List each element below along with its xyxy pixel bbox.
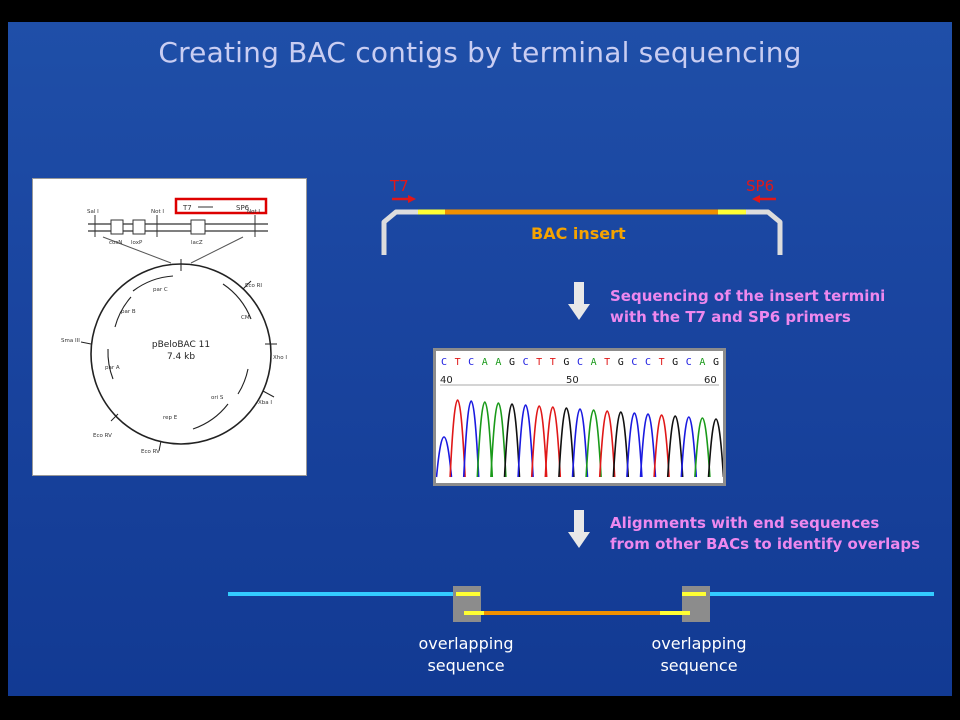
base-letter: C xyxy=(645,357,651,368)
overlap-box xyxy=(453,586,481,622)
base-letter: G xyxy=(672,357,678,368)
gene-label: rep E xyxy=(163,415,178,421)
base-letter: C xyxy=(523,357,529,368)
base-letter: T xyxy=(659,357,665,368)
base-letter: G xyxy=(618,357,624,368)
insert-label: BAC insert xyxy=(531,224,626,243)
base-letter: A xyxy=(482,357,488,368)
chromatogram-peak xyxy=(503,403,521,478)
gene-label: loxP xyxy=(131,240,143,246)
chromatogram-peak xyxy=(530,405,548,478)
chromatogram-peak xyxy=(707,418,725,478)
position-label: 40 xyxy=(440,375,453,386)
site-label: Sal I xyxy=(87,209,99,215)
chromatogram-peak xyxy=(435,436,453,478)
chromatogram-peak xyxy=(449,399,466,478)
chromatogram-peak xyxy=(517,404,534,478)
gene-label: par C xyxy=(153,287,168,293)
overlap-label-line2: sequence xyxy=(660,656,738,675)
base-letter: C xyxy=(577,357,583,368)
overlap-label-line1: overlapping xyxy=(418,634,514,653)
base-letter: T xyxy=(536,357,542,368)
overlap-label-left: overlapping sequence xyxy=(406,633,526,677)
primer-label-sp6: SP6 xyxy=(746,177,775,195)
gene-label: cosN xyxy=(109,240,122,246)
chromatogram-peak xyxy=(598,410,616,478)
down-arrow-icon xyxy=(568,282,590,320)
position-label: 50 xyxy=(566,375,579,386)
overlap-label-right: overlapping sequence xyxy=(639,633,759,677)
step2-text-line2: from other BACs to identify overlaps xyxy=(610,535,921,553)
gene-label: CM xyxy=(241,315,250,321)
plasmid-size: 7.4 kb xyxy=(167,352,195,362)
site-label: Xba I xyxy=(258,400,272,406)
site-label: Not I xyxy=(247,209,260,215)
gene-label: par A xyxy=(105,365,120,371)
base-letter: A xyxy=(591,357,597,368)
gene-label: par B xyxy=(121,309,136,315)
base-letter: C xyxy=(631,357,637,368)
chromatogram-peak xyxy=(544,406,562,478)
plasmid-name: pBeloBAC 11 xyxy=(152,340,210,350)
overlap-box xyxy=(682,586,710,622)
chromatogram-peak xyxy=(490,402,507,478)
site-label: Eco RV xyxy=(141,449,160,455)
gene-label: lacZ xyxy=(191,240,203,246)
site-label: Xho I xyxy=(273,355,287,361)
chromatogram-peak xyxy=(694,417,711,478)
site-label: Eco RV xyxy=(93,433,112,439)
base-letter: C xyxy=(468,357,474,368)
box-label-sp6: SP6 xyxy=(236,204,250,212)
step2-text-line1: Alignments with end sequences xyxy=(610,514,880,532)
chromatogram-peak xyxy=(462,400,480,478)
down-arrow-icon xyxy=(568,510,590,548)
gene-label: ori S xyxy=(211,395,224,401)
chromatogram-peak xyxy=(639,413,657,478)
base-letter: G xyxy=(713,357,719,368)
chromatogram-peak xyxy=(680,416,698,478)
base-letter: A xyxy=(699,357,705,368)
overlap-label-line1: overlapping xyxy=(651,634,747,653)
overlap-label-line2: sequence xyxy=(427,656,505,675)
box-label-t7: T7 xyxy=(182,204,192,212)
chromatogram-peak xyxy=(612,411,630,478)
base-letter: T xyxy=(455,357,461,368)
plasmid-map-panel: T7 SP6 pBeloBAC 11 7.4 kb xyxy=(32,178,307,476)
slide-title: Creating BAC contigs by terminal sequenc… xyxy=(158,36,802,69)
base-letter: A xyxy=(495,357,501,368)
site-label: Sma III xyxy=(61,338,80,344)
base-letter: T xyxy=(550,357,556,368)
chromatogram-peak xyxy=(571,408,589,478)
site-label: Eco RI xyxy=(245,283,262,289)
base-letter: G xyxy=(509,357,515,368)
chromatogram-peak xyxy=(626,412,643,478)
primer-label-t7: T7 xyxy=(390,177,409,195)
base-letter: C xyxy=(441,357,447,368)
chromatogram-peak xyxy=(558,407,575,478)
step1-text-line1: Sequencing of the insert termini xyxy=(610,287,886,305)
base-letter: T xyxy=(604,357,610,368)
plasmid-map: T7 SP6 pBeloBAC 11 7.4 kb xyxy=(61,197,287,455)
chromatogram-peak xyxy=(666,415,684,478)
site-label: Not I xyxy=(151,209,164,215)
chromatogram-peak xyxy=(585,409,602,478)
base-letter: G xyxy=(563,357,569,368)
chromatogram-peak xyxy=(476,401,494,478)
step1-text-line2: with the T7 and SP6 primers xyxy=(610,308,851,326)
base-letter: C xyxy=(686,357,692,368)
position-label: 60 xyxy=(704,375,717,386)
chromatogram-peak xyxy=(653,414,670,478)
